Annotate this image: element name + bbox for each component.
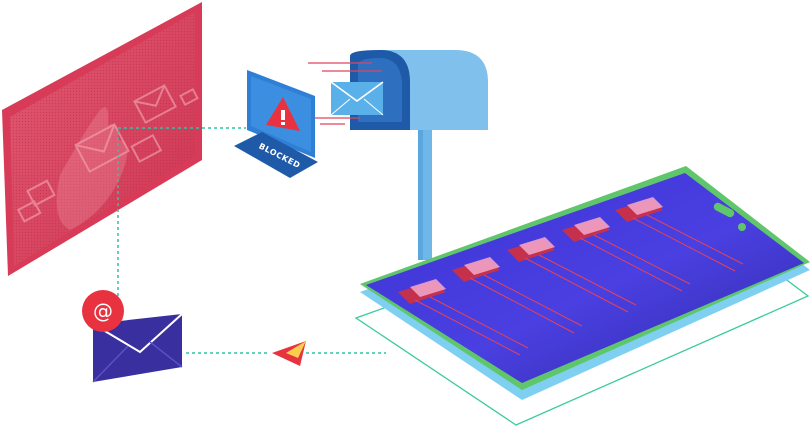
spam-screen-icon [2, 2, 202, 276]
list-item [507, 237, 637, 313]
mailbox-icon [308, 50, 488, 260]
paper-plane-icon [272, 341, 306, 366]
list-item [615, 197, 744, 272]
at-symbol: @ [93, 299, 113, 323]
list-item [562, 217, 691, 292]
email-list [398, 197, 744, 356]
warning-laptop-icon: BLOCKED [234, 70, 318, 178]
tablet-icon [354, 166, 810, 426]
dotted-connector-lines [117, 127, 386, 354]
envelope-icon: @ [82, 290, 183, 383]
list-item [398, 279, 529, 356]
list-item [452, 257, 583, 334]
